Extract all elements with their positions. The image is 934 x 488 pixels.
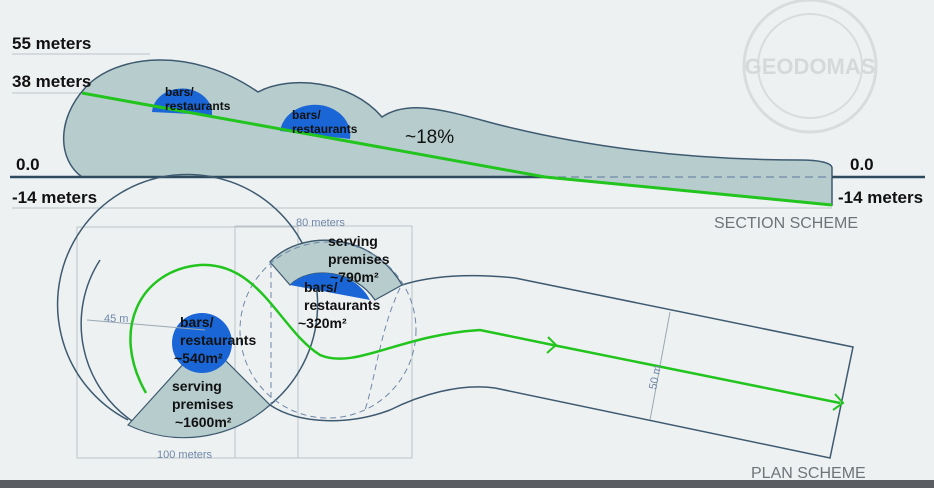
section-caption: SECTION SCHEME — [714, 215, 858, 232]
tube-junction-line — [364, 287, 401, 411]
big-serving-area: ~1600m² — [175, 414, 232, 430]
plan-scheme: 100 meters 80 meters 45 m 50 m bars/ res… — [56, 173, 866, 482]
big-serving-line1: serving — [172, 378, 222, 394]
dim-45m: 45 m — [104, 313, 128, 325]
room1-line2: restaurants — [165, 99, 231, 113]
label-zero-right: 0.0 — [850, 155, 874, 174]
dim-80m: 80 meters — [296, 217, 345, 229]
slope-label: ~18% — [405, 127, 454, 148]
radius-line — [86, 319, 206, 331]
small-bars-area: ~320m² — [298, 315, 347, 331]
green-path-section — [81, 91, 833, 207]
label-minus14-right: -14 meters — [838, 188, 923, 207]
big-dome-serving-area — [127, 339, 271, 439]
room1-line1: bars/ — [165, 85, 194, 99]
small-serving-area: ~790m² — [330, 269, 379, 285]
path-end-arrow-icon — [832, 393, 845, 411]
big-bars-area: ~540m² — [174, 350, 223, 366]
label-zero-left: 0.0 — [16, 155, 40, 174]
dimension-box-100 — [76, 226, 299, 459]
dim-100m: 100 meters — [157, 449, 213, 461]
logo-text: GEODOMAS — [745, 54, 876, 79]
small-serving-line2: premises — [328, 251, 390, 267]
bars-dome-section-2 — [280, 104, 351, 139]
big-dome-outline — [56, 173, 319, 421]
dome-section-profile — [63, 59, 833, 206]
small-bars-line1: bars/ — [304, 279, 338, 295]
bottom-bar — [0, 480, 934, 488]
geodomas-logo: GEODOMAS — [742, 0, 878, 134]
big-dome-inner-wall — [80, 259, 136, 424]
small-bars-line2: restaurants — [304, 297, 380, 313]
small-serving-line1: serving — [328, 233, 378, 249]
plan-caption: PLAN SCHEME — [751, 465, 866, 482]
room2-line2: restaurants — [292, 122, 358, 136]
big-bars-line2: restaurants — [180, 332, 256, 348]
label-55m: 55 meters — [12, 34, 91, 53]
dim-50m: 50 m — [647, 364, 664, 390]
small-dome-bars-area — [290, 273, 370, 300]
small-dome-footprint — [239, 241, 417, 419]
room2-line1: bars/ — [292, 108, 321, 122]
big-bars-line1: bars/ — [180, 314, 214, 330]
big-serving-line2: premises — [172, 396, 234, 412]
label-minus14-left: -14 meters — [12, 188, 97, 207]
green-path-plan — [129, 263, 841, 405]
label-38m: 38 meters — [12, 72, 91, 91]
path-arrow-icon — [546, 336, 558, 354]
section-scheme: 55 meters 38 meters 0.0 -14 meters 0.0 -… — [10, 34, 925, 232]
